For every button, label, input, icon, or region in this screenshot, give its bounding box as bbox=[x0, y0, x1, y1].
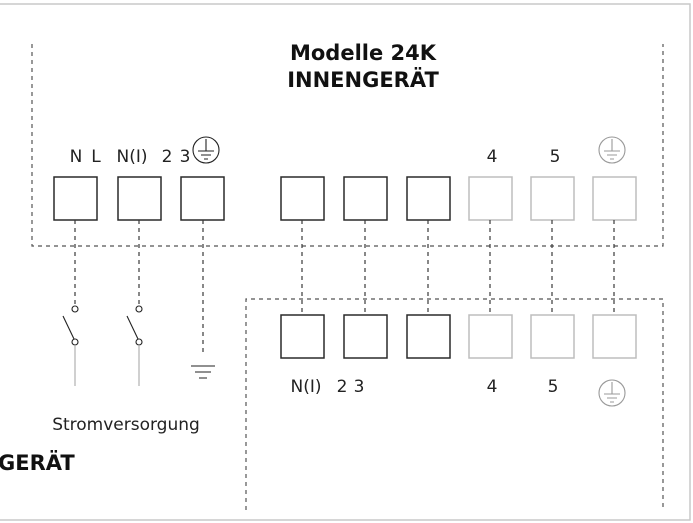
indoor-terminal-n-l bbox=[53, 176, 98, 221]
outdoor-label-5: 5 bbox=[548, 377, 559, 397]
terminal-label-2: 2 bbox=[162, 147, 173, 167]
outdoor-label-n1: N(I) bbox=[291, 377, 322, 397]
switch-icon bbox=[126, 305, 143, 386]
outdoor-terminal-5 bbox=[530, 314, 575, 359]
indoor-title: INNENGERÄT bbox=[287, 67, 439, 92]
indoor-terminal-c bbox=[406, 176, 451, 221]
indoor-terminal-earth bbox=[592, 176, 637, 221]
indoor-terminal-b bbox=[343, 176, 388, 221]
ground-icon bbox=[598, 379, 626, 407]
outdoor-label-4: 4 bbox=[487, 377, 498, 397]
indoor-terminal-n1 bbox=[117, 176, 162, 221]
terminal-label-n: N bbox=[70, 147, 83, 167]
outdoor-terminal-3 bbox=[406, 314, 451, 359]
ground-icon bbox=[598, 136, 626, 164]
outdoor-terminal-2 bbox=[343, 314, 388, 359]
outdoor-unit-frame bbox=[245, 298, 664, 510]
terminal-label-l: L bbox=[91, 147, 101, 167]
indoor-terminal-ground bbox=[180, 176, 225, 221]
power-supply-wiring bbox=[62, 220, 215, 386]
ground-icon bbox=[191, 365, 215, 379]
ground-icon bbox=[192, 136, 220, 164]
terminal-label-n1: N(I) bbox=[117, 147, 148, 167]
page-frame bbox=[0, 3, 691, 521]
outdoor-terminal-4 bbox=[468, 314, 513, 359]
outdoor-terminal-block bbox=[280, 314, 637, 359]
power-supply-label: Stromversorgung bbox=[52, 415, 200, 435]
terminal-label-3: 3 bbox=[180, 147, 191, 167]
terminal-label-4: 4 bbox=[487, 147, 498, 167]
indoor-terminal-a bbox=[280, 176, 325, 221]
indoor-terminal-5 bbox=[530, 176, 575, 221]
outdoor-terminal-earth bbox=[592, 314, 637, 359]
outdoor-terminal-n1 bbox=[280, 314, 325, 359]
switch-icon bbox=[62, 305, 79, 386]
outdoor-title: GERÄT bbox=[0, 450, 75, 475]
outdoor-label-2: 2 bbox=[337, 377, 348, 397]
indoor-terminal-block bbox=[53, 176, 637, 221]
outdoor-label-3: 3 bbox=[354, 377, 365, 397]
indoor-model-label: Modelle 24K bbox=[290, 41, 437, 65]
connection-wires bbox=[301, 220, 615, 315]
indoor-terminal-4 bbox=[468, 176, 513, 221]
terminal-label-5: 5 bbox=[550, 147, 561, 167]
